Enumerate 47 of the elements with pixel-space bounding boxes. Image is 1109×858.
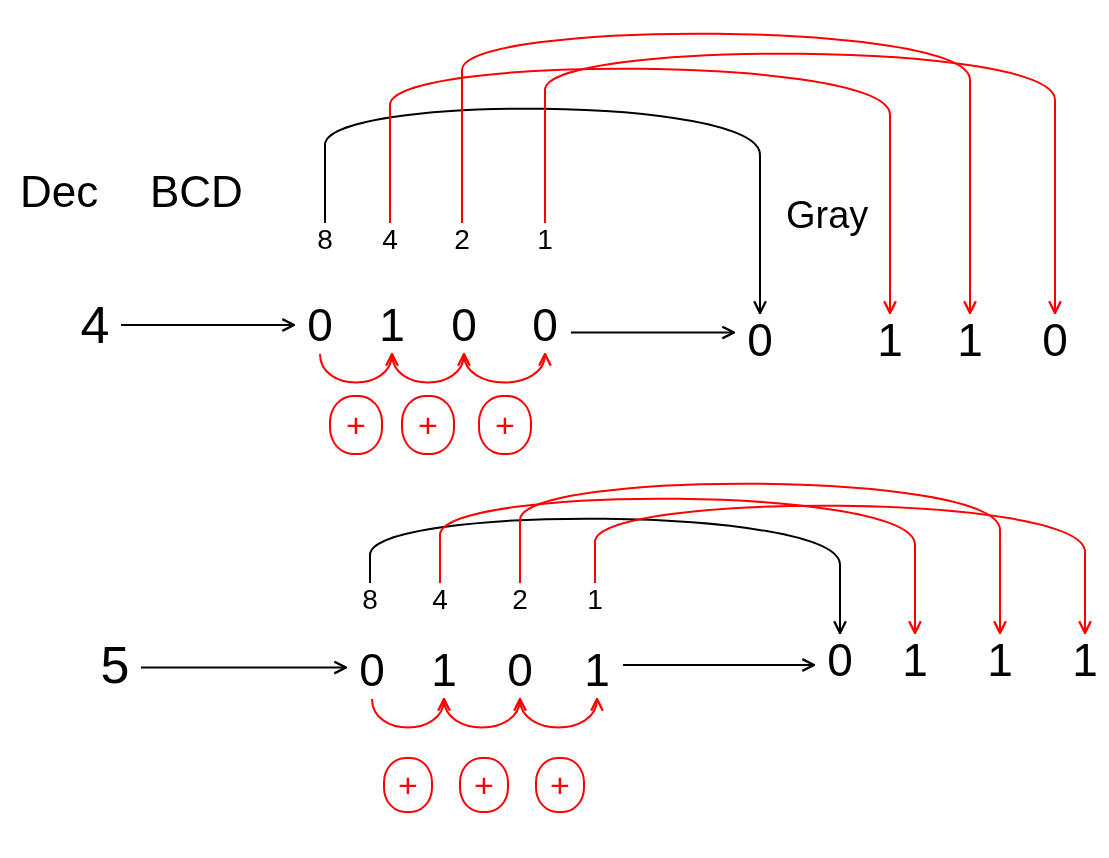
weight-label: 2 [506, 583, 534, 617]
bit-digit: 1 [577, 643, 617, 697]
bit-digit: 1 [895, 633, 935, 687]
bit-digit: 0 [820, 633, 860, 687]
arrow [570, 325, 736, 340]
weight-label: 4 [426, 583, 454, 617]
weight-label: 4 [376, 223, 404, 257]
arrow [140, 660, 348, 675]
bit-digit: 0 [300, 298, 340, 352]
curved-arrow [461, 32, 977, 315]
curved-arrow [369, 517, 847, 635]
curved-arrow [594, 504, 1092, 635]
bit-digit: 1 [980, 633, 1020, 687]
weight-label: 8 [356, 583, 384, 617]
arrow [120, 318, 296, 332]
weight-label: 2 [448, 223, 476, 257]
arrow [622, 658, 816, 672]
bit-digit: 1 [372, 298, 412, 352]
heading: Gray [786, 196, 869, 234]
bit-digit: 0 [525, 298, 565, 352]
weight-label: 1 [581, 583, 609, 617]
bit-digit: 0 [444, 298, 484, 352]
decimal-number: 4 [75, 297, 115, 353]
curved-arrow [324, 107, 767, 315]
curved-arrow [439, 497, 922, 635]
curved-arrow [391, 352, 470, 384]
bit-digit: 1 [1065, 633, 1105, 687]
bit-digit: 1 [424, 643, 464, 697]
curved-arrow [463, 352, 550, 384]
bit-digit: 0 [740, 313, 780, 367]
bit-digit: 1 [870, 313, 910, 367]
weight-label: 1 [531, 223, 559, 257]
curved-arrow [319, 352, 398, 384]
bit-digit: 0 [1035, 313, 1075, 367]
curved-arrow [519, 482, 1007, 635]
bit-digit: 0 [500, 643, 540, 697]
curved-arrow [443, 697, 525, 729]
curved-arrow [544, 52, 1062, 315]
decimal-number: 5 [95, 637, 135, 693]
heading: BCD [150, 170, 243, 214]
heading: Dec [20, 170, 99, 214]
curved-arrow [389, 67, 897, 315]
curved-arrow [519, 697, 602, 729]
bit-digit: 0 [352, 643, 392, 697]
weight-label: 8 [311, 223, 339, 257]
bit-digit: 1 [950, 313, 990, 367]
curved-arrow [371, 697, 450, 729]
